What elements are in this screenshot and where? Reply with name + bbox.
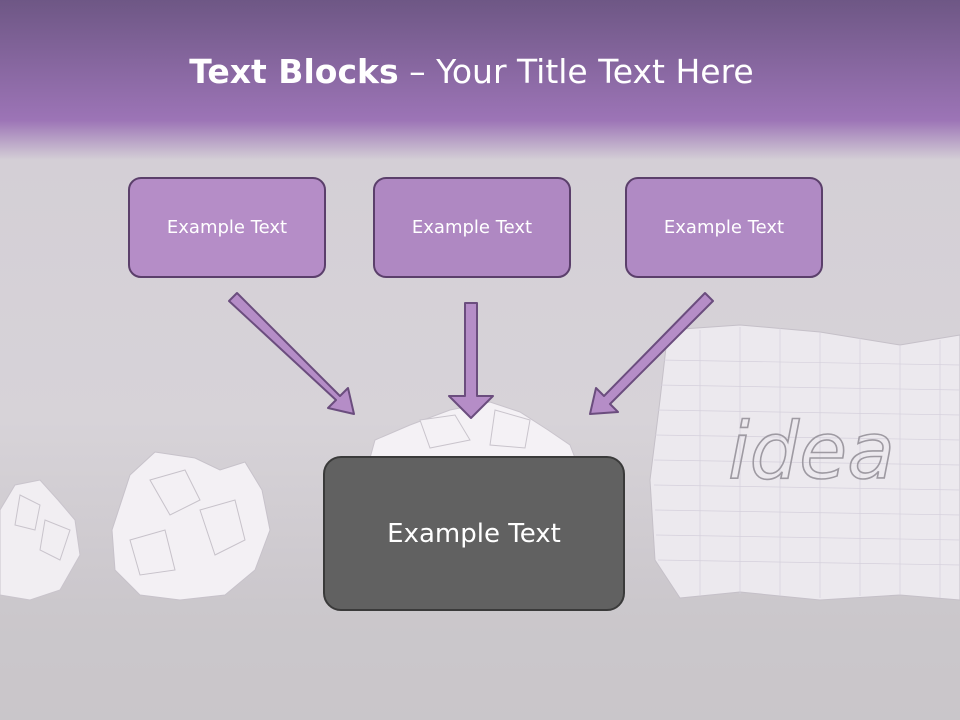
crumpled-paper-left [0,479,81,601]
slide-title: Text Blocks – Your Title Text Here [0,52,943,91]
crumpled-paper-middle [111,451,271,601]
title-rest: Your Title Text Here [436,52,754,91]
idea-text: idea [728,407,895,497]
crumpled-paper-center [369,401,576,459]
text-box-3[interactable]: Example Text [625,177,823,278]
main-text-box-label: Example Text [387,518,561,549]
text-box-2[interactable]: Example Text [373,177,571,278]
title-bold: Text Blocks [189,52,399,91]
title-bar: Text Blocks – Your Title Text Here [0,0,960,150]
text-box-3-label: Example Text [663,217,785,238]
arrow-right [589,292,714,415]
text-box-1[interactable]: Example Text [128,177,326,278]
main-text-box[interactable]: Example Text [323,456,625,611]
text-box-1-label: Example Text [166,217,288,238]
floor [0,600,960,720]
arrow-left [228,292,355,415]
title-separator: – [398,52,437,91]
paper-note: idea [649,324,960,601]
text-box-2-label: Example Text [411,217,533,238]
arrow-center [448,302,494,419]
